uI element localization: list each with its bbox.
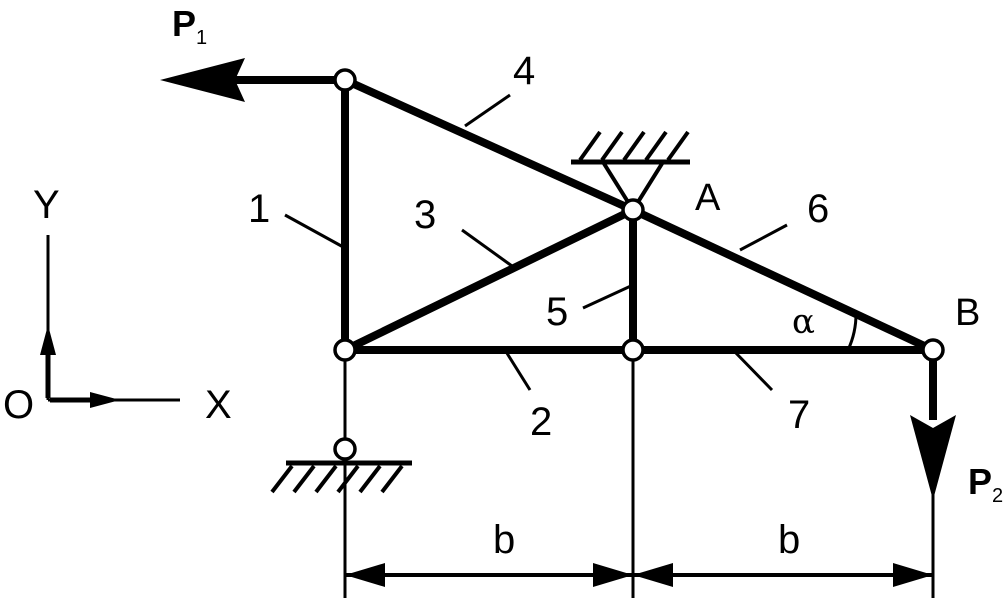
dimension-arrow-right xyxy=(633,563,933,587)
joint-bottom-middle xyxy=(621,338,645,362)
axis-label-origin: O xyxy=(3,383,34,427)
leader-member-3 xyxy=(461,228,513,268)
leader-member-5 xyxy=(582,283,634,310)
leader-member-2 xyxy=(503,349,532,391)
dimension-arrow-left xyxy=(345,563,633,587)
force-label-p1: P1 xyxy=(172,3,207,49)
member-label-2: 2 xyxy=(530,400,552,444)
member-label-7: 7 xyxy=(788,393,810,437)
axis-label-x: X xyxy=(205,383,232,427)
coordinate-axes xyxy=(40,235,180,408)
leader-member-6 xyxy=(739,223,788,252)
joint-bottom-left xyxy=(333,338,357,362)
force-arrow-p2 xyxy=(910,350,956,500)
member-label-4: 4 xyxy=(513,49,535,93)
member-4 xyxy=(343,76,635,214)
angle-label: α xyxy=(792,302,815,342)
member-label-6: 6 xyxy=(807,187,829,231)
force-arrow-p1 xyxy=(160,58,345,102)
rod-support-bottom xyxy=(270,437,412,494)
pin-support-a xyxy=(571,130,690,214)
member-label-3: 3 xyxy=(414,193,436,237)
member-6 xyxy=(631,206,935,354)
member-label-1: 1 xyxy=(248,187,270,231)
dimension-label-right: b xyxy=(778,518,800,562)
joint-a xyxy=(621,198,645,222)
member-label-5: 5 xyxy=(546,290,568,334)
angle-arc xyxy=(846,312,858,351)
point-label-a: A xyxy=(695,177,721,219)
joint-b xyxy=(921,338,945,362)
joint-top-left xyxy=(333,68,357,92)
leader-member-1 xyxy=(284,213,346,250)
member-3 xyxy=(343,206,635,354)
dimension-label-left: b xyxy=(493,518,515,562)
force-label-p2: P2 xyxy=(968,461,1003,507)
axis-label-y: Y xyxy=(33,183,60,227)
leader-member-4 xyxy=(464,93,511,128)
leader-member-7 xyxy=(731,348,774,392)
point-label-b: B xyxy=(955,292,980,334)
